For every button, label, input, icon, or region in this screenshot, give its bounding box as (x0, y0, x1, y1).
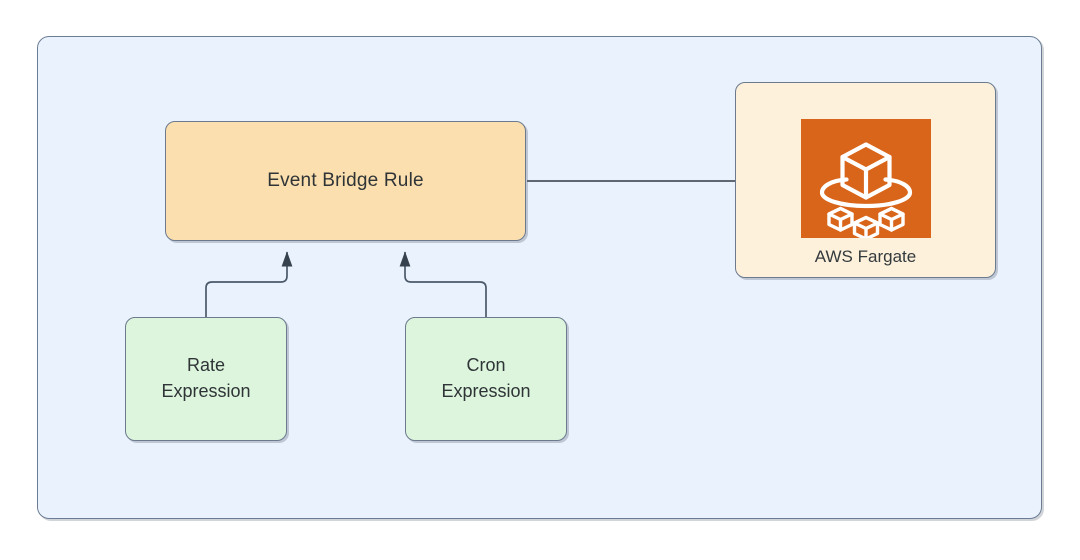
node-label-cron-expression-line1: Cron (466, 355, 506, 376)
node-aws-fargate[interactable]: AWS Fargate (735, 82, 996, 278)
node-label-rate-expression-line1: Rate (186, 355, 225, 376)
node-cron-expression[interactable]: Cron Expression (405, 317, 567, 441)
node-label-event-bridge-rule: Event Bridge Rule (267, 170, 424, 191)
node-label-aws-fargate: AWS Fargate (814, 247, 917, 266)
node-label-cron-expression: Cron Expression (441, 353, 530, 404)
node-label-cron-expression-line2: Expression (441, 381, 531, 401)
aws-fargate-icon (800, 119, 931, 238)
node-rate-expression[interactable]: Rate Expression (125, 317, 287, 441)
node-label-rate-expression-line2: Expression (161, 381, 251, 401)
node-event-bridge-rule[interactable]: Event Bridge Rule (165, 121, 526, 241)
node-label-rate-expression: Rate Expression (161, 353, 250, 404)
